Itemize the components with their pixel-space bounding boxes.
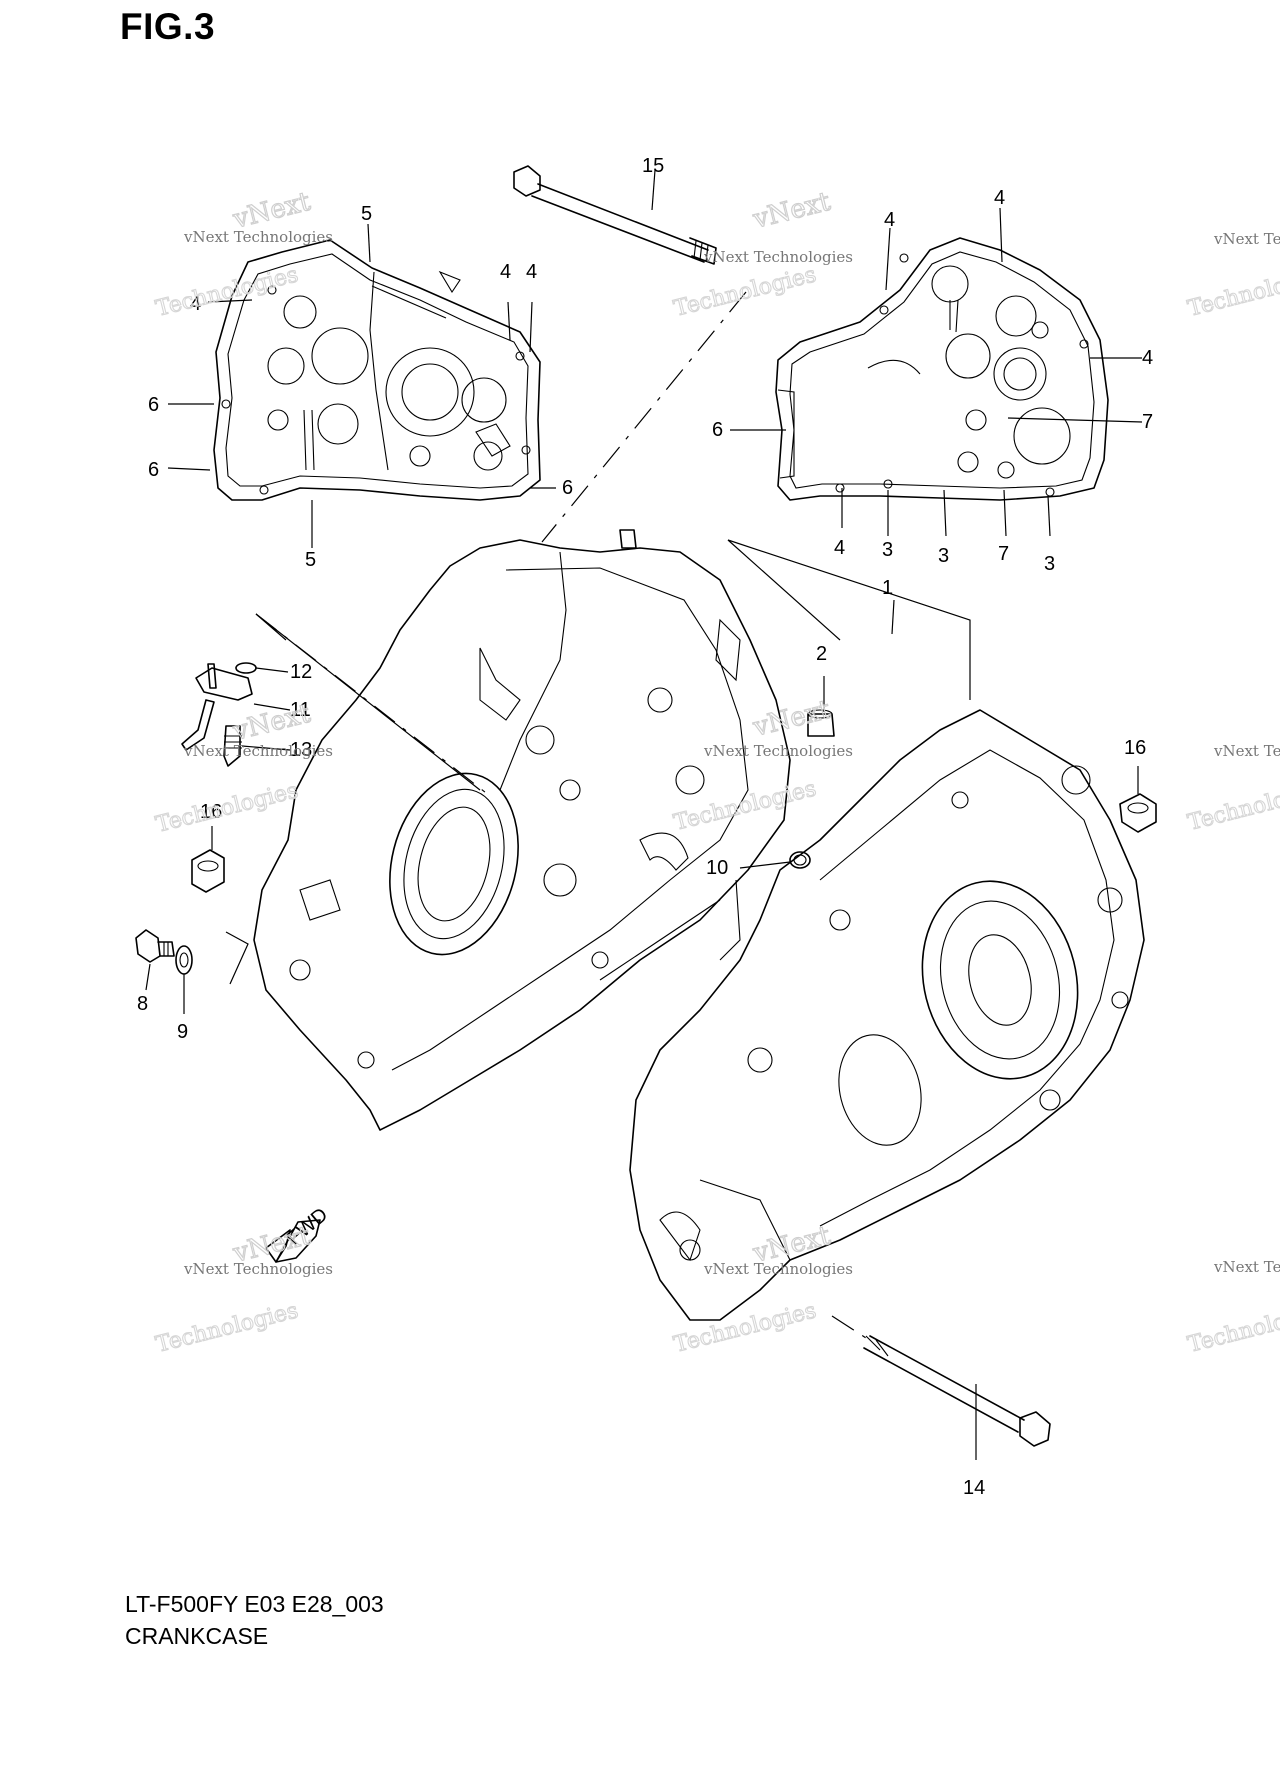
callout-label: 6 bbox=[148, 394, 159, 416]
callout-label: 4 bbox=[526, 261, 537, 283]
callout-label: 7 bbox=[998, 543, 1009, 565]
watermark: vNext Technologies Technologies bbox=[1185, 742, 1280, 836]
svg-text:vNext Technologies: vNext Technologies bbox=[703, 1260, 853, 1278]
model-code: LT-F500FY E03 E28_003 bbox=[125, 1591, 384, 1617]
small-parts-drawing bbox=[135, 662, 1157, 1447]
svg-text:Technologies: Technologies bbox=[671, 776, 818, 835]
left-cover-gasket-drawing bbox=[213, 239, 541, 501]
callout-label: 13 bbox=[290, 739, 312, 761]
svg-text:vNext Technologies: vNext Technologies bbox=[703, 248, 853, 266]
svg-text:vNext Technologies: vNext Technologies bbox=[183, 742, 333, 760]
callout-label: 6 bbox=[148, 459, 159, 481]
svg-text:Technologies: Technologies bbox=[1185, 776, 1280, 835]
callout-label: 10 bbox=[706, 857, 728, 879]
svg-text:vNext Technologies: vNext Technologies bbox=[1213, 230, 1280, 248]
watermark: vNext vNext Technologies Technologies bbox=[671, 186, 853, 322]
callout-label: 1 bbox=[882, 577, 893, 599]
svg-text:Technologies: Technologies bbox=[153, 778, 300, 837]
callout-label: 4 bbox=[500, 261, 511, 283]
callout-labels: 15 5 4 4 4 6 6 6 5 4 4 4 7 6 4 3 3 7 3 1… bbox=[137, 155, 1153, 1499]
right-cover-gasket-drawing bbox=[775, 237, 1109, 501]
svg-text:vNext Technologies: vNext Technologies bbox=[1213, 1258, 1280, 1276]
left-crankcase-half-drawing bbox=[253, 529, 791, 1131]
bolt-15-drawing bbox=[513, 165, 747, 543]
part-group-name: CRANKCASE bbox=[125, 1623, 269, 1649]
callout-label: 14 bbox=[963, 1477, 985, 1499]
svg-text:vNext Technologies: vNext Technologies bbox=[183, 228, 333, 246]
callout-label: 3 bbox=[1044, 553, 1055, 575]
callout-label: 4 bbox=[884, 209, 895, 231]
watermark: vNext vNext Technologies Technologies bbox=[153, 698, 333, 838]
callout-label: 5 bbox=[305, 549, 316, 571]
callout-leaders bbox=[145, 169, 1143, 1460]
callout-label: 9 bbox=[177, 1021, 188, 1043]
svg-text:vNext: vNext bbox=[749, 187, 833, 235]
callout-label: 6 bbox=[712, 419, 723, 441]
callout-label: 7 bbox=[1142, 411, 1153, 433]
svg-text:Technologies: Technologies bbox=[671, 1298, 818, 1357]
callout-label: 2 bbox=[816, 643, 827, 665]
callout-label: 6 bbox=[562, 477, 573, 499]
svg-text:vNext Technologies: vNext Technologies bbox=[1213, 742, 1280, 760]
right-crankcase-half-drawing bbox=[629, 539, 1145, 1321]
watermark: vNext Technologies Technologies bbox=[1185, 1258, 1280, 1358]
callout-label: 4 bbox=[834, 537, 845, 559]
figure-title: FIG.3 bbox=[120, 6, 216, 47]
callout-label: 15 bbox=[642, 155, 664, 177]
callout-label: 4 bbox=[190, 293, 201, 315]
callout-label: 8 bbox=[137, 993, 148, 1015]
diagram-caption: LT-F500FY E03 E28_003 CRANKCASE bbox=[125, 1588, 384, 1652]
svg-text:Technologies: Technologies bbox=[153, 1298, 300, 1357]
callout-label: 12 bbox=[290, 661, 312, 683]
svg-text:Technologies: Technologies bbox=[671, 262, 818, 321]
watermark: vNext Technologies Technologies bbox=[1185, 230, 1280, 322]
callout-label: 16 bbox=[200, 801, 222, 823]
watermark: vNext vNext Technologies Technologies bbox=[153, 1220, 333, 1358]
callout-label: 3 bbox=[938, 545, 949, 567]
svg-text:Technologies: Technologies bbox=[1185, 1298, 1280, 1357]
callout-label: 11 bbox=[290, 699, 311, 721]
callout-label: 4 bbox=[994, 187, 1005, 209]
callout-label: 4 bbox=[1142, 347, 1153, 369]
svg-text:Technologies: Technologies bbox=[1185, 262, 1280, 321]
watermark: vNext vNext Technologies Technologies bbox=[671, 1220, 853, 1358]
callout-label: 16 bbox=[1124, 737, 1146, 759]
svg-text:vNext Technologies: vNext Technologies bbox=[703, 742, 853, 760]
callout-label: 5 bbox=[361, 203, 372, 225]
svg-text:vNext Technologies: vNext Technologies bbox=[183, 1260, 333, 1278]
watermark: vNext vNext Technologies Technologies bbox=[671, 694, 853, 836]
callout-label: 3 bbox=[882, 539, 893, 561]
watermark-group: vNext vNext Technologies Technologies vN… bbox=[153, 186, 1280, 1358]
